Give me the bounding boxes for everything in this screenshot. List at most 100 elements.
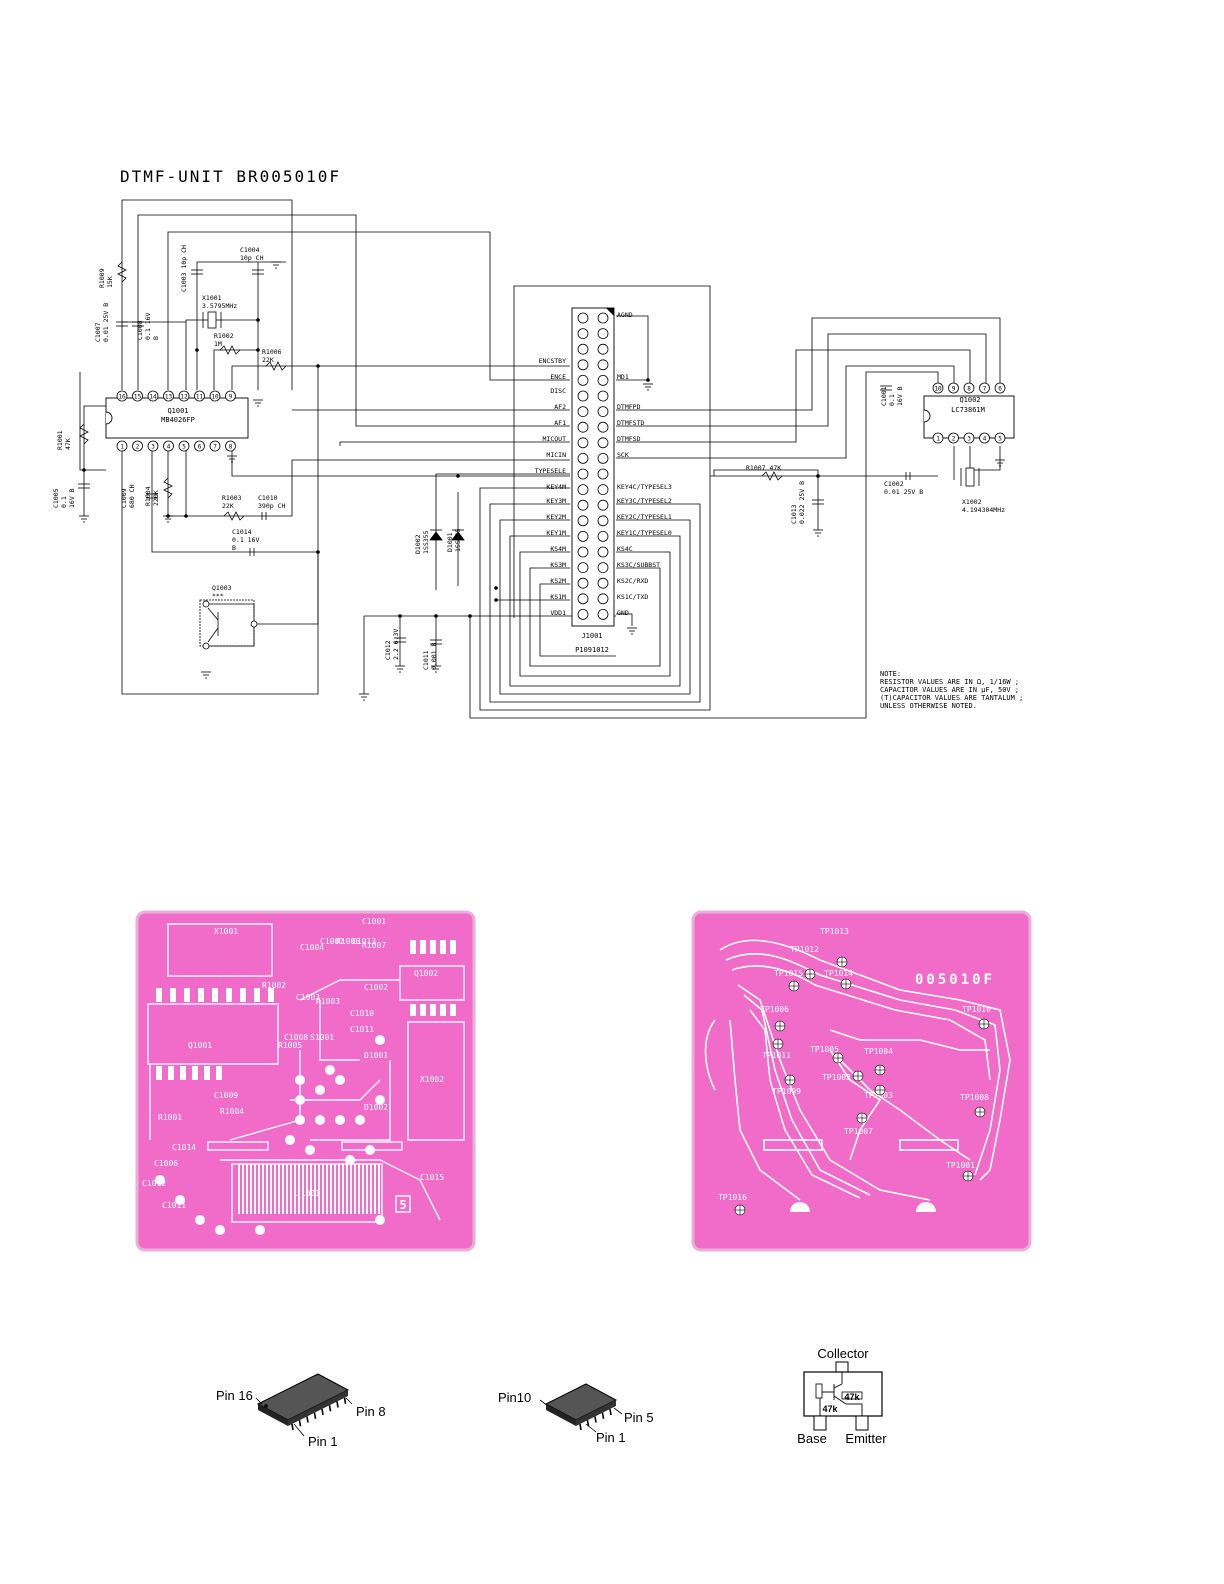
pcb-pad xyxy=(410,940,416,954)
component-label: C1013 xyxy=(790,504,798,524)
connector-pin xyxy=(597,593,609,605)
pkg10-pin10: Pin10 xyxy=(498,1390,531,1405)
pkg10-pin1: Pin 1 xyxy=(596,1430,626,1445)
q1002-pin-8 xyxy=(963,382,975,394)
transistor-base-label: Base xyxy=(797,1431,827,1446)
pcb-pad xyxy=(420,1004,426,1016)
component-label: R1004 xyxy=(144,486,152,506)
pcb-pad xyxy=(290,1164,292,1214)
pcb-via xyxy=(175,1195,185,1205)
connector-pin xyxy=(577,577,589,589)
q1002-pin-label: 5 xyxy=(998,436,1002,443)
pcb-pad xyxy=(254,988,260,1002)
pcb-pad xyxy=(262,1164,264,1214)
connector-right-label: KS3C/SUBBST xyxy=(617,561,660,569)
q1001-pin-label: 6 xyxy=(198,444,202,451)
pcb-via xyxy=(315,1085,325,1095)
connector-pin xyxy=(597,562,609,573)
package-pin xyxy=(601,1412,605,1419)
pcb-pad xyxy=(184,988,190,1002)
q1001-pin-5 xyxy=(178,440,190,452)
pcb-pad xyxy=(286,1164,288,1214)
connector-pin xyxy=(577,390,589,402)
q1002-pin-5 xyxy=(994,432,1006,444)
connector-pin xyxy=(597,390,609,402)
package-pin xyxy=(343,1397,347,1404)
ic-q1002-ref: Q1002 xyxy=(959,396,980,404)
q1001-pin-2 xyxy=(132,440,143,452)
connector-right-label: KEY2C/TYPESEL1 xyxy=(617,513,672,521)
connector-pin xyxy=(577,374,589,386)
pcb-pad xyxy=(362,1164,364,1214)
pcb-pad xyxy=(450,1004,456,1016)
pcb-pad xyxy=(258,1164,260,1214)
connector-pin xyxy=(577,468,589,480)
connector-left-label: AF1 xyxy=(554,419,566,427)
connector-left-label: KEY1M xyxy=(546,529,566,537)
pcb-pad xyxy=(374,1164,376,1214)
schematic-note: NOTE: RESISTOR VALUES ARE IN Ω, 1/16W ; … xyxy=(880,670,1028,710)
pcb-pad xyxy=(282,1164,284,1214)
pcb-pad xyxy=(450,940,456,954)
page-title: DTMF-UNIT BR005010F xyxy=(120,167,341,186)
package-pin xyxy=(291,1423,294,1431)
q1001-pin-4 xyxy=(163,440,174,452)
pcb-pad xyxy=(156,988,162,1002)
q1002-pin-label: 3 xyxy=(967,436,971,443)
pcb-via xyxy=(375,1215,385,1225)
q1001-pin-label: 1 xyxy=(120,444,124,451)
connector-right-label: DTMFSD xyxy=(617,435,641,443)
pcb-front-label: C1012 xyxy=(142,1179,166,1188)
component-label: R1007 47K xyxy=(746,464,781,472)
pcb-via xyxy=(355,1115,365,1125)
component-label: 3.5795MHz xyxy=(202,302,237,310)
package-pin xyxy=(328,1405,332,1412)
q1001-pin-7 xyxy=(209,440,221,452)
pcb-pad xyxy=(254,1164,256,1214)
connector-pin xyxy=(597,531,609,542)
pcb-front-label: C1014 xyxy=(172,1143,196,1152)
pcb-via xyxy=(365,1145,375,1155)
component-label: 0.001 B xyxy=(430,643,438,670)
connector-right-label: DTMFPD xyxy=(617,403,641,411)
component-label: B xyxy=(232,544,236,552)
pcb-pad xyxy=(302,1164,304,1214)
connector-left-label: KEY3M xyxy=(546,497,566,505)
connector-pin xyxy=(577,406,589,418)
pcb-front-board-mark: 5 xyxy=(399,1198,406,1212)
schematic-wires xyxy=(79,199,1001,719)
pcb-front-label: C1009 xyxy=(214,1091,238,1100)
component-label: D1001 xyxy=(446,532,454,552)
pcb-pad xyxy=(326,1164,328,1214)
component-label: 1SS355 xyxy=(422,530,430,554)
transistor-r1: 47k xyxy=(844,1392,860,1402)
pcb-pad xyxy=(310,1164,312,1214)
pcb-via xyxy=(155,1175,165,1185)
component-label: C1011 xyxy=(422,650,430,670)
package-pin xyxy=(609,1408,612,1416)
pcb-pad xyxy=(318,1164,320,1214)
connector-pin xyxy=(577,531,589,542)
schematic: DTMF-UNIT BR005010F xyxy=(52,167,1028,719)
component-label: *** xyxy=(212,592,224,600)
connector-pin xyxy=(597,359,609,371)
pcb-front-label: C1011 xyxy=(350,1025,374,1034)
pcb-front-label: Q1001 xyxy=(188,1041,212,1050)
connector-part: P1091012 xyxy=(575,646,609,654)
transistor-emitter-label: Emitter xyxy=(845,1431,887,1446)
pcb-pad xyxy=(420,940,426,954)
package-pin xyxy=(313,1412,317,1419)
pcb-back-test-point-label: TP1013 xyxy=(820,927,849,936)
component-label: C1008 xyxy=(136,320,144,340)
connector-pin xyxy=(577,312,589,324)
pkg16-pin16: Pin 16 xyxy=(216,1388,253,1403)
connector-pin xyxy=(597,468,609,480)
connector-left-label: ENCE xyxy=(550,373,566,381)
connector-pin xyxy=(597,546,609,558)
component-label: 16V B xyxy=(68,488,76,508)
